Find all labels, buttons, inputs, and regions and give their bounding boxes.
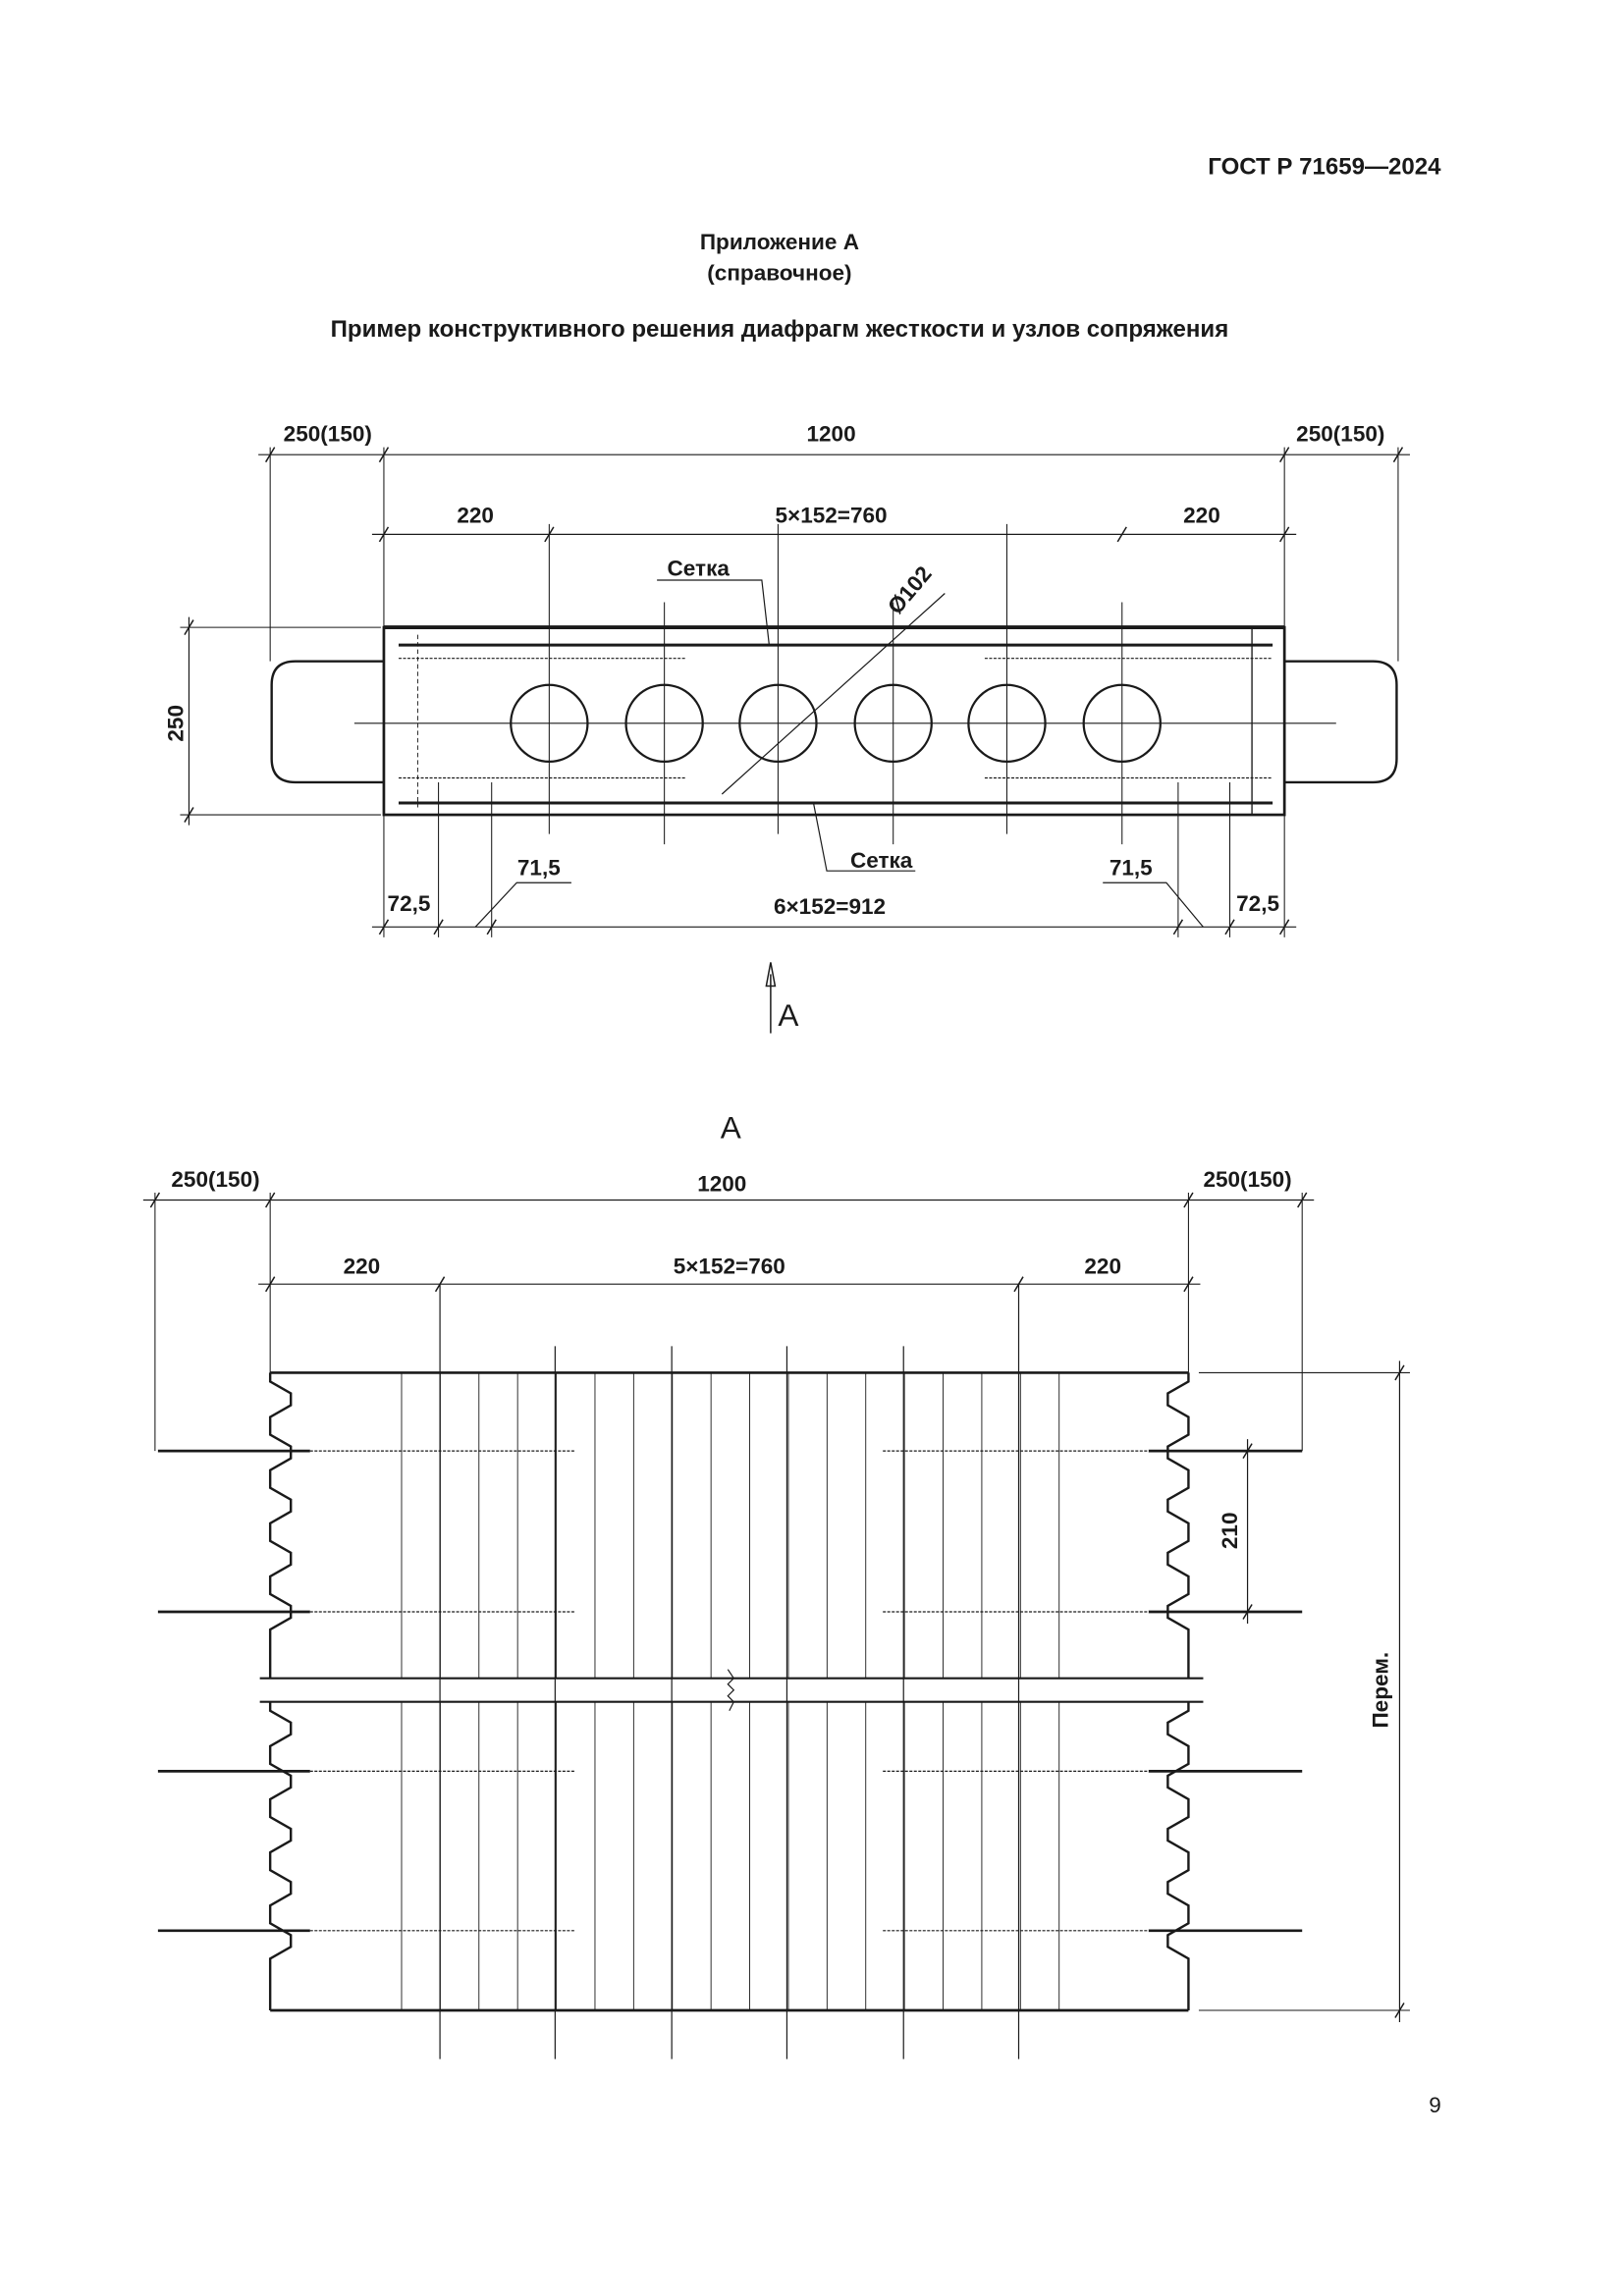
mesh-label-bottom: Сетка (850, 848, 913, 873)
rebar-dot (718, 662, 723, 667)
left-keyed-edge (268, 1372, 293, 1679)
appendix-subtitle: (справочное) (707, 261, 851, 286)
rebar-dot (438, 662, 443, 667)
hole (967, 683, 1047, 764)
rebar-dot (605, 652, 610, 657)
right-keyed-edge (1166, 1701, 1190, 2010)
rebar-dot (438, 770, 443, 774)
dimension-tick (1394, 2002, 1405, 2018)
rebar-dot (834, 770, 839, 774)
hole (510, 683, 589, 764)
dimension-tick (1116, 526, 1127, 543)
hole-diameter-label: Ø102 (883, 561, 937, 618)
dimension-tick (1183, 1276, 1194, 1293)
dim-offset-left: 71,5 (517, 856, 561, 881)
dimension-tick (1394, 1364, 1405, 1381)
hole (1082, 683, 1162, 764)
dim-height: 250 (163, 705, 188, 742)
dim-end-right: 72,5 (1236, 891, 1279, 916)
rebar-dot (489, 770, 494, 774)
view-dim-right-side: 250(150) (1203, 1167, 1291, 1192)
dim-end-left: 72,5 (388, 891, 431, 916)
view-marker: А (778, 997, 798, 1033)
offset-leader-right (1103, 881, 1204, 928)
rebar-dot (605, 662, 610, 667)
view-dim-right-edge: 220 (1084, 1255, 1121, 1279)
view-dim-left-side: 250(150) (171, 1167, 259, 1192)
rebar-dot (489, 652, 494, 657)
rebar-dot (1060, 770, 1065, 774)
diaphragm-plan-drawing: 250(150) 1200 250(150) 220 5×152=760 220… (163, 422, 1410, 1034)
view-arrow-head (765, 962, 777, 988)
offset-leader-left (474, 881, 571, 928)
rebar-dot (1060, 780, 1065, 785)
dimension-tick (1242, 1604, 1253, 1620)
mesh-leader-top (657, 579, 770, 646)
diaphragm-body (382, 625, 1286, 817)
dim-bottom-pitch: 6×152=912 (774, 894, 886, 919)
left-keyed-edge (268, 1701, 293, 2010)
appendix-title: Приложение А (700, 230, 859, 254)
rebar-dot (718, 780, 723, 785)
rebar-dot (1175, 652, 1180, 657)
dim-right-edge: 220 (1183, 503, 1220, 527)
mesh-leader-bottom (812, 802, 916, 872)
diameter-leader (721, 593, 946, 795)
rebar-dot (1175, 662, 1180, 667)
rebar-dot (718, 652, 723, 657)
rebar-dot (489, 662, 494, 667)
dimension-tick (1242, 1443, 1253, 1460)
left-tab (270, 660, 384, 784)
dim-left-side: 250(150) (284, 422, 372, 447)
standard-number: ГОСТ Р 71659—2024 (1208, 153, 1441, 180)
break-symbol (727, 1669, 735, 1712)
dim-left-edge: 220 (457, 503, 494, 527)
dim-right-side: 250(150) (1296, 422, 1384, 447)
dim-total: 1200 (806, 422, 855, 447)
rebar-dot (1060, 652, 1065, 657)
rebar-dot (1227, 662, 1232, 667)
rebar-dot (605, 780, 610, 785)
rebar-dot (834, 662, 839, 667)
rebar-dot (1227, 770, 1232, 774)
appendix-heading: Пример конструктивного решения диафрагм … (331, 316, 1229, 343)
dimension-tick (378, 526, 390, 543)
hole (853, 683, 933, 764)
rebar-dot (1060, 662, 1065, 667)
right-tab (1284, 660, 1398, 784)
dim-pitch: 5×152=760 (775, 503, 887, 527)
view-dim-variable: Перем. (1368, 1652, 1392, 1729)
page-number: 9 (1429, 2093, 1441, 2117)
rebar-dot (834, 780, 839, 785)
view-dim-step: 210 (1218, 1513, 1242, 1550)
rebar-dot (947, 662, 951, 667)
dimension-tick (1279, 526, 1290, 543)
view-dim-left-edge: 220 (344, 1255, 381, 1279)
rebar-dot (1227, 652, 1232, 657)
rebar-dot (834, 652, 839, 657)
rebar-dot (438, 652, 443, 657)
view-dim-total: 1200 (697, 1171, 746, 1196)
view-dim-pitch: 5×152=760 (674, 1255, 785, 1279)
view-a-drawing: А 250(150) 1200 250(150) 220 5×152=760 2… (142, 1109, 1410, 2059)
rebar-dot (947, 780, 951, 785)
hole (624, 683, 704, 764)
mesh-label-top: Сетка (668, 556, 731, 580)
rebar-dot (947, 652, 951, 657)
rebar-dot (718, 770, 723, 774)
rebar-dot (605, 770, 610, 774)
right-keyed-edge (1166, 1372, 1190, 1679)
rebar-dot (947, 770, 951, 774)
dimension-tick (265, 1276, 276, 1293)
view-title: А (721, 1109, 741, 1145)
rebar-dot (1175, 770, 1180, 774)
dim-offset-right: 71,5 (1110, 856, 1153, 881)
hole (738, 683, 818, 764)
